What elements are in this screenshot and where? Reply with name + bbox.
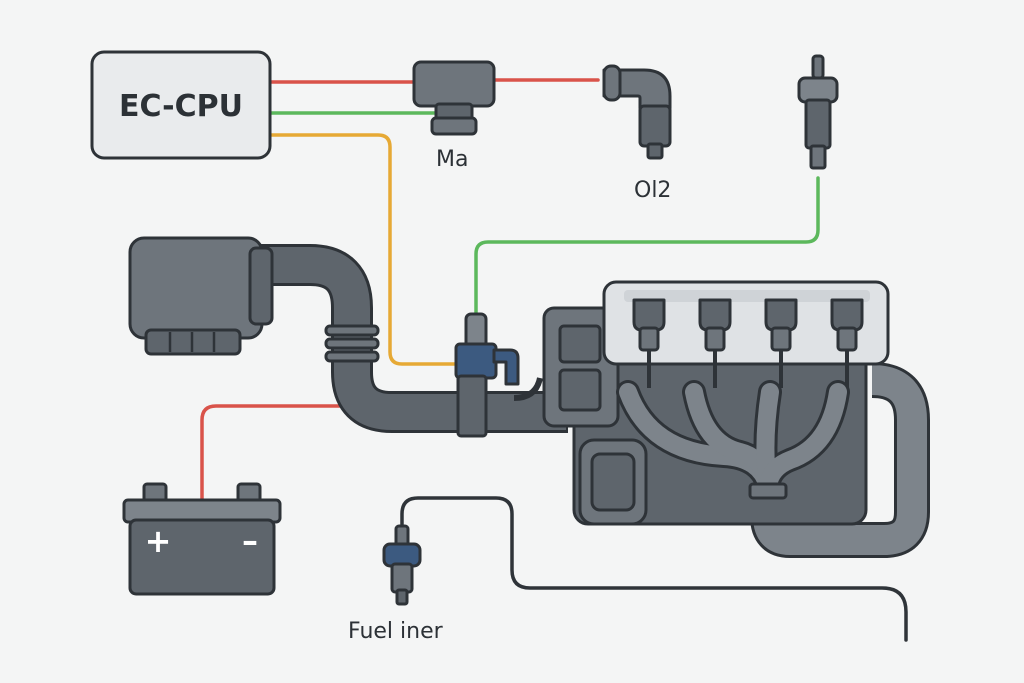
ignition-coil-icon	[632, 298, 666, 332]
map-sensor-label: Ma	[436, 147, 468, 172]
wiring	[200, 78, 908, 642]
spark-plug-sensor	[797, 54, 839, 170]
fuel-injector-label: Fuel iner	[348, 619, 444, 644]
battery-red-wire	[200, 404, 348, 502]
battery-plus-label: +	[145, 522, 172, 560]
exhaust-manifold	[616, 380, 850, 498]
battery: + –	[122, 482, 282, 596]
fuel-injector: Fuel iner	[348, 524, 444, 644]
ecu-label: EC-CPU	[119, 89, 243, 124]
engine-block	[542, 280, 930, 558]
ecu-box-icon	[90, 50, 272, 160]
ecu-to-injector-orange-wire	[268, 133, 460, 366]
engine-valve-cover	[602, 280, 890, 366]
ignition-coils	[632, 298, 864, 388]
air-intake	[128, 236, 568, 433]
throttle-injector-icon	[454, 342, 498, 380]
sensor-to-injector-green-wire	[474, 176, 820, 320]
fuel-line-black-wire	[400, 496, 908, 642]
spark-plug-sensor-icon	[797, 76, 839, 104]
o2-sensor: Ol2	[602, 64, 672, 203]
air-filter-box-icon	[128, 236, 264, 340]
map-sensor-icon	[412, 60, 496, 108]
intake-coupler-ring	[324, 324, 380, 337]
battery-minus-label: –	[242, 522, 258, 560]
throttle-injector	[454, 312, 520, 438]
map-sensor: Ma	[412, 60, 496, 172]
ecu-module: EC-CPU	[90, 50, 272, 160]
o2-sensor-label: Ol2	[634, 178, 671, 203]
